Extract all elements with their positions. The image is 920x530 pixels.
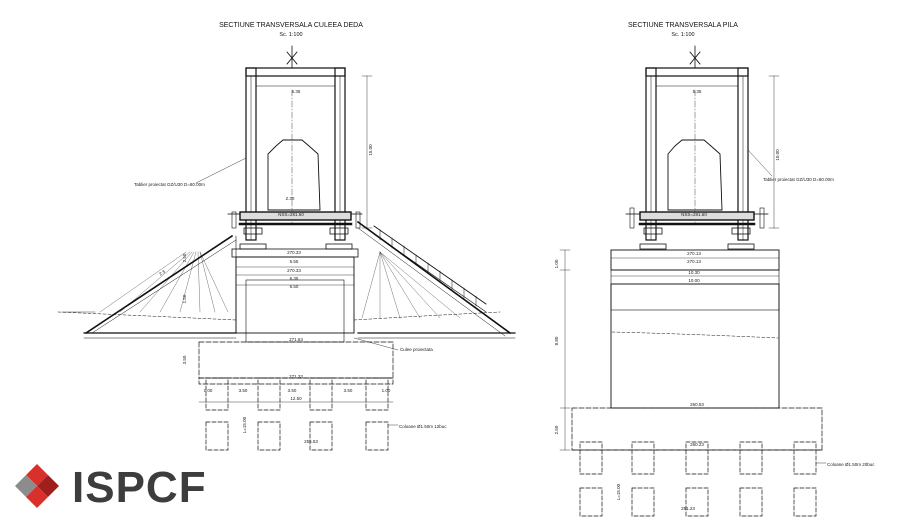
left-dim-w5: 6.50 <box>290 284 299 289</box>
left-deck-frame <box>227 67 363 250</box>
left-ground-line <box>57 311 501 321</box>
left-footing <box>198 341 394 385</box>
left-dim-w1: 270.33 <box>287 250 301 255</box>
left-pile-length: L=15.00 <box>242 416 247 433</box>
left-footing-level: 271.33 <box>289 374 303 379</box>
ispcf-logo-text: ISPCF <box>72 463 207 512</box>
right-footing <box>571 407 823 451</box>
right-title: SECTIUNE TRANSVERSALA PILA <box>628 22 738 29</box>
left-dim-base: 12.50 <box>290 396 302 401</box>
left-dim-w3: 270.33 <box>287 268 301 273</box>
left-pile-label: Coloane Ø1.50m 12buc <box>399 424 447 429</box>
right-pier-section: SECTIUNE TRANSVERSALA PILA Sc. 1:100 <box>554 22 875 517</box>
right-dim-w1: 270.13 <box>687 259 701 264</box>
right-cap-level: 270.13 <box>687 251 701 256</box>
left-spacing-dims: 1.00 3.50 3.50 3.50 1.00 <box>204 388 391 393</box>
left-pile-tip: 255.53 <box>304 439 318 444</box>
left-dim-h1: 3.50 <box>182 355 187 364</box>
right-pile-tip: 251.23 <box>681 506 695 511</box>
right-deck-label: Tablier proiectat GZ/U30 D=80.00m <box>763 177 834 182</box>
right-dim-h3: 2.50 <box>554 425 559 434</box>
left-spacing-1: 1.00 <box>204 388 213 393</box>
right-dim-top: 5.35 <box>693 89 702 94</box>
left-deck-leader <box>195 157 247 184</box>
left-dim-top: 5.35 <box>292 89 301 94</box>
left-embankment <box>83 234 237 339</box>
right-dim-w2: 10.30 <box>688 270 700 275</box>
left-abutment-leader <box>353 337 399 351</box>
left-scale: Sc. 1:100 <box>279 32 302 38</box>
left-spacing-5: 1.00 <box>382 388 391 393</box>
left-slope-label: 2:3 <box>158 269 166 277</box>
left-cap-level: 271.63 <box>289 337 303 342</box>
right-deck-leader <box>747 149 773 177</box>
right-pile-length: L=15.00 <box>616 483 621 500</box>
right-dim-w3: 10.00 <box>688 278 700 283</box>
right-bearing-label: NSS=281.60 <box>681 212 707 217</box>
left-title: SECTIUNE TRANSVERSALA CULEEA DEDA <box>219 22 363 29</box>
left-deck-label: Tablier proiectat GZ/U30 D=80.00m <box>134 182 205 187</box>
right-deck-frame <box>625 67 769 250</box>
right-axis-symbol <box>689 45 701 69</box>
left-abutment-label: Culee proiectata <box>400 347 433 352</box>
left-dim-height: 15.00 <box>368 144 373 156</box>
left-axis-symbol <box>286 45 298 69</box>
left-dim-w4: 6.35 <box>290 276 299 281</box>
left-spacing-3: 3.50 <box>288 388 297 393</box>
right-height-dim <box>768 75 780 229</box>
right-dim-height: 10.00 <box>775 149 780 161</box>
right-piles <box>579 441 817 517</box>
right-footing-level: 260.53 <box>690 402 704 407</box>
left-bearing-label: NSS=281.60 <box>278 212 304 217</box>
right-dim-h2: 8.80 <box>554 336 559 345</box>
ispcf-logo-icon <box>15 464 59 508</box>
left-dim-h3: 2.50 <box>182 253 187 262</box>
right-pile-label: Coloane Ø1.50m 20buc <box>827 462 875 467</box>
left-dim-w2: 5.55 <box>290 259 299 264</box>
left-piles <box>205 377 389 451</box>
left-spacing-2: 3.50 <box>239 388 248 393</box>
right-scale: Sc. 1:100 <box>671 32 694 38</box>
left-spacing-4: 3.50 <box>344 388 353 393</box>
left-dim-h2: 1.50 <box>182 294 187 303</box>
right-dim-h1: 1.00 <box>554 259 559 268</box>
left-abutment-section: SECTIUNE TRANSVERSALA CULEEA DEDA Sc. 1:… <box>57 22 516 451</box>
right-vertical-dims <box>559 249 571 451</box>
right-ground-line <box>611 331 779 339</box>
right-embankment <box>356 220 516 339</box>
right-pile-level: 260.23 <box>690 442 704 447</box>
left-dim-inner: 2.30 <box>286 196 295 201</box>
